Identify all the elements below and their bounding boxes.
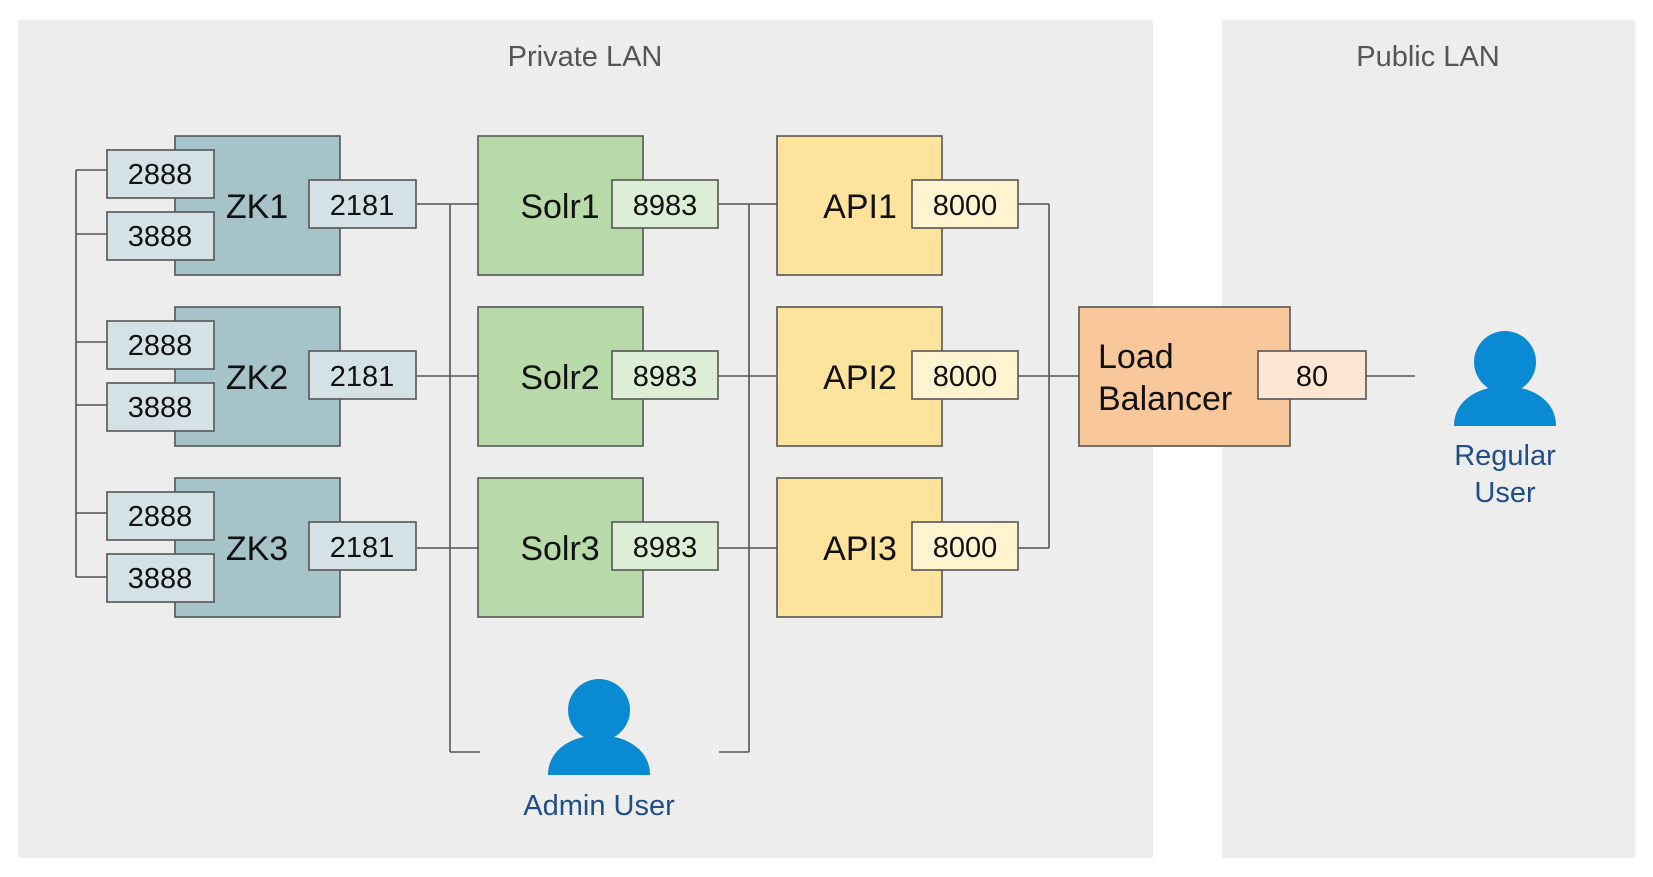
solr-node: Solr3 8983 <box>477 477 719 618</box>
api-label: API1 <box>823 188 897 226</box>
load-balancer-label-line2: Balancer <box>1098 380 1232 418</box>
zk-peer-port: 2888 <box>128 501 193 533</box>
admin-user: Admin User <box>523 679 675 822</box>
regular-user-label-line2: User <box>1474 477 1536 509</box>
zk-label: ZK3 <box>226 530 288 568</box>
api-node: API3 8000 <box>776 477 1019 618</box>
api-node: API2 8000 <box>776 306 1019 447</box>
solr-label: Solr2 <box>520 359 599 397</box>
zk-label: ZK1 <box>226 188 288 226</box>
solr-label: Solr3 <box>520 530 599 568</box>
solr-port: 8983 <box>633 361 698 393</box>
api-port: 8000 <box>933 532 998 564</box>
api-label: API3 <box>823 530 897 568</box>
api-port: 8000 <box>933 190 998 222</box>
solr-api-bus <box>718 203 777 753</box>
zk-node: ZK1 2888 3888 2181 <box>106 135 417 276</box>
api-lb-bus <box>1018 203 1079 549</box>
public-lan-label: Public LAN <box>1356 41 1499 73</box>
solr-node: Solr1 8983 <box>477 135 719 276</box>
zk-peer-bus <box>75 169 107 578</box>
solr-port: 8983 <box>633 190 698 222</box>
zk-label: ZK2 <box>226 359 288 397</box>
zk-client-port: 2181 <box>330 190 395 222</box>
zk-node: ZK3 2888 3888 2181 <box>106 477 417 618</box>
zk-peer-port: 2888 <box>128 330 193 362</box>
user-icon <box>548 679 650 775</box>
admin-user-label: Admin User <box>523 790 675 822</box>
load-balancer-label-line1: Load <box>1098 338 1174 376</box>
load-balancer-node: Load Balancer 80 <box>1078 306 1367 447</box>
solr-port: 8983 <box>633 532 698 564</box>
api-label: API2 <box>823 359 897 397</box>
private-lan-label: Private LAN <box>508 41 663 73</box>
public-lan-zone <box>1222 20 1635 858</box>
zk-node: ZK2 2888 3888 2181 <box>106 306 417 447</box>
zk-solr-bus <box>417 203 480 753</box>
zk-peer-port: 2888 <box>128 159 193 191</box>
api-port: 8000 <box>933 361 998 393</box>
solr-label: Solr1 <box>520 188 599 226</box>
api-node: API1 8000 <box>776 135 1019 276</box>
zk-client-port: 2181 <box>330 532 395 564</box>
user-icon <box>1454 331 1556 426</box>
regular-user: Regular User <box>1454 331 1556 509</box>
zk-election-port: 3888 <box>128 221 193 253</box>
zk-client-port: 2181 <box>330 361 395 393</box>
load-balancer-port: 80 <box>1296 361 1328 393</box>
solr-node: Solr2 8983 <box>477 306 719 447</box>
zk-election-port: 3888 <box>128 392 193 424</box>
regular-user-label-line1: Regular <box>1454 440 1556 472</box>
zk-election-port: 3888 <box>128 563 193 595</box>
